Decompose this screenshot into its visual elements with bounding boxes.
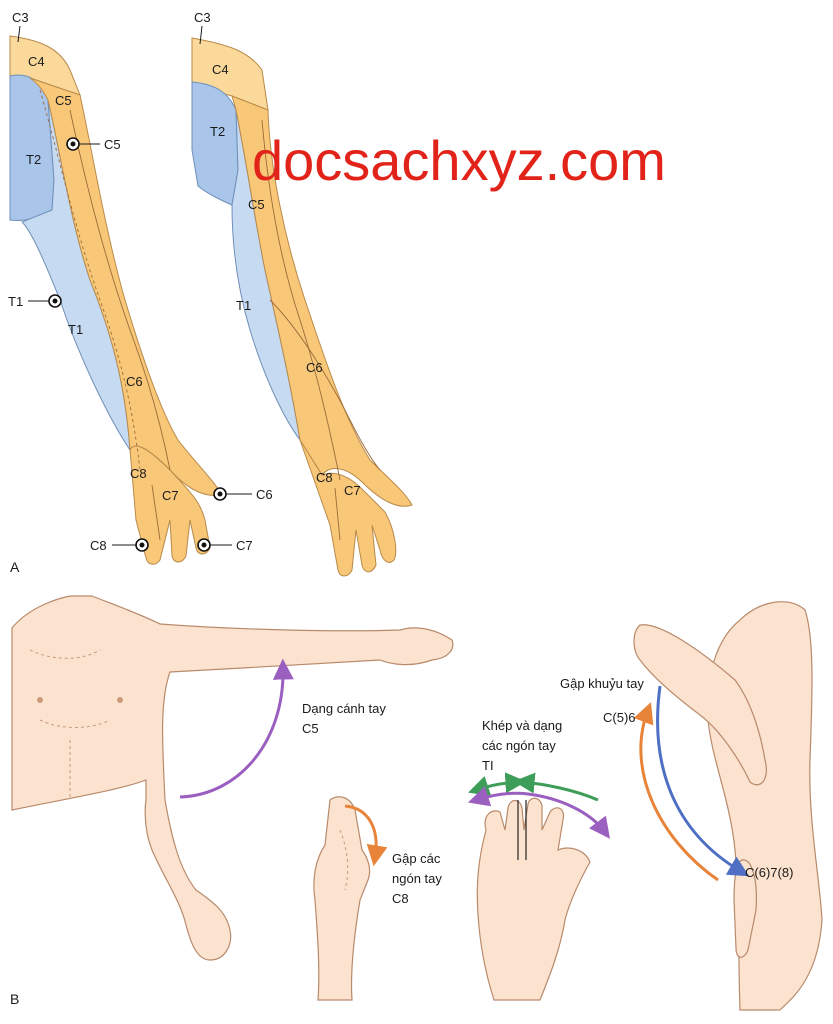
test-point-c5: C5 bbox=[66, 137, 121, 152]
label-t1: T1 bbox=[68, 322, 83, 337]
test-label-c5: C5 bbox=[104, 137, 121, 152]
finger-abduction-line3: TI bbox=[482, 758, 494, 773]
label-c3: C3 bbox=[12, 10, 29, 25]
elbow-flexion-arrow-orange bbox=[633, 702, 719, 882]
right-arm-dermatomes bbox=[191, 37, 413, 577]
finger-flexion-line1: Gập các bbox=[392, 851, 441, 866]
shoulder-abduction-line1: Dạng cánh tay bbox=[302, 701, 386, 716]
dermatome-boundary-right bbox=[261, 119, 341, 481]
test-point-c8: C8 bbox=[90, 538, 149, 553]
label-c7: C7 bbox=[162, 488, 179, 503]
test-point-c6: C6 bbox=[213, 487, 273, 502]
fist-figure bbox=[313, 796, 371, 1001]
torso-and-arm bbox=[11, 595, 454, 961]
nipple-right bbox=[117, 697, 123, 703]
c5-c6-region-right bbox=[231, 95, 413, 507]
label-t2: T2 bbox=[26, 152, 41, 167]
dermatome-boundary bbox=[151, 484, 161, 541]
side-torso bbox=[706, 601, 823, 1011]
label-c5-right: C5 bbox=[248, 197, 265, 212]
finger-crease bbox=[339, 829, 349, 891]
test-label-c7: C7 bbox=[236, 538, 253, 553]
label-c8-right: C8 bbox=[316, 470, 333, 485]
test-label-c8: C8 bbox=[90, 538, 107, 553]
finger-adduction-arrow-left bbox=[468, 772, 527, 796]
label-c4: C4 bbox=[28, 54, 45, 69]
dermatome-boundary bbox=[39, 89, 141, 471]
abdomen-contour bbox=[39, 719, 111, 728]
elbow-flexion-title: Gập khuỷu tay bbox=[560, 676, 644, 691]
test-label-t1: T1 bbox=[8, 294, 23, 309]
hand-right-region bbox=[299, 439, 397, 577]
open-hand-figure bbox=[476, 797, 591, 1001]
flexed-hand bbox=[313, 796, 371, 1001]
side-body-figure bbox=[633, 601, 823, 1011]
panel-letter-b: B bbox=[10, 991, 19, 1007]
dermatome-boundary-right bbox=[334, 487, 341, 541]
test-label-c6: C6 bbox=[256, 487, 273, 502]
label-c6-right: C6 bbox=[306, 360, 323, 375]
label-c5: C5 bbox=[55, 93, 72, 108]
elbow-flexion-upper: C(5)6 bbox=[603, 710, 636, 725]
label-c7-right: C7 bbox=[344, 483, 361, 498]
test-point-c7: C7 bbox=[197, 538, 253, 553]
leader-line-right bbox=[199, 25, 203, 45]
finger-abduction-line2: các ngón tay bbox=[482, 738, 556, 753]
panel-letter-a: A bbox=[10, 559, 20, 575]
dermatome-boundary-right bbox=[269, 299, 381, 471]
label-t2-right: T2 bbox=[210, 124, 225, 139]
elbow-extension-arrow-blue bbox=[656, 685, 750, 877]
label-t1-right: T1 bbox=[236, 298, 251, 313]
test-point-t1: T1 bbox=[8, 294, 62, 309]
left-arm-dermatomes bbox=[9, 35, 223, 565]
torso-figure bbox=[11, 595, 454, 961]
finger-adduction-arrow-right bbox=[513, 772, 599, 802]
shoulder-abduction-line2: C5 bbox=[302, 721, 319, 736]
watermark-text: docsachxyz.com bbox=[252, 129, 666, 192]
nipple-left bbox=[37, 697, 43, 703]
label-c3-right: C3 bbox=[194, 10, 211, 25]
t2-region-right bbox=[191, 81, 239, 206]
shoulder-abduction-arrow bbox=[179, 658, 294, 799]
elbow-flexion-lower: C(6)7(8) bbox=[745, 865, 793, 880]
finger-abduction-line1: Khép và dạng bbox=[482, 718, 562, 733]
finger-flexion-arrow bbox=[344, 804, 388, 867]
flexed-forearm bbox=[633, 624, 767, 786]
palm-hand bbox=[476, 797, 591, 1001]
finger-flexion-line2: ngón tay bbox=[392, 871, 442, 886]
leader-line bbox=[17, 25, 21, 43]
chest-contour bbox=[29, 649, 101, 659]
finger-flexion-line3: C8 bbox=[392, 891, 409, 906]
label-c8: C8 bbox=[130, 466, 147, 481]
dermatome-boundary bbox=[69, 109, 171, 471]
label-c6: C6 bbox=[126, 374, 143, 389]
finger-abduction-arrow bbox=[467, 786, 611, 839]
label-c4-right: C4 bbox=[212, 62, 229, 77]
c4-region-right bbox=[191, 37, 269, 111]
